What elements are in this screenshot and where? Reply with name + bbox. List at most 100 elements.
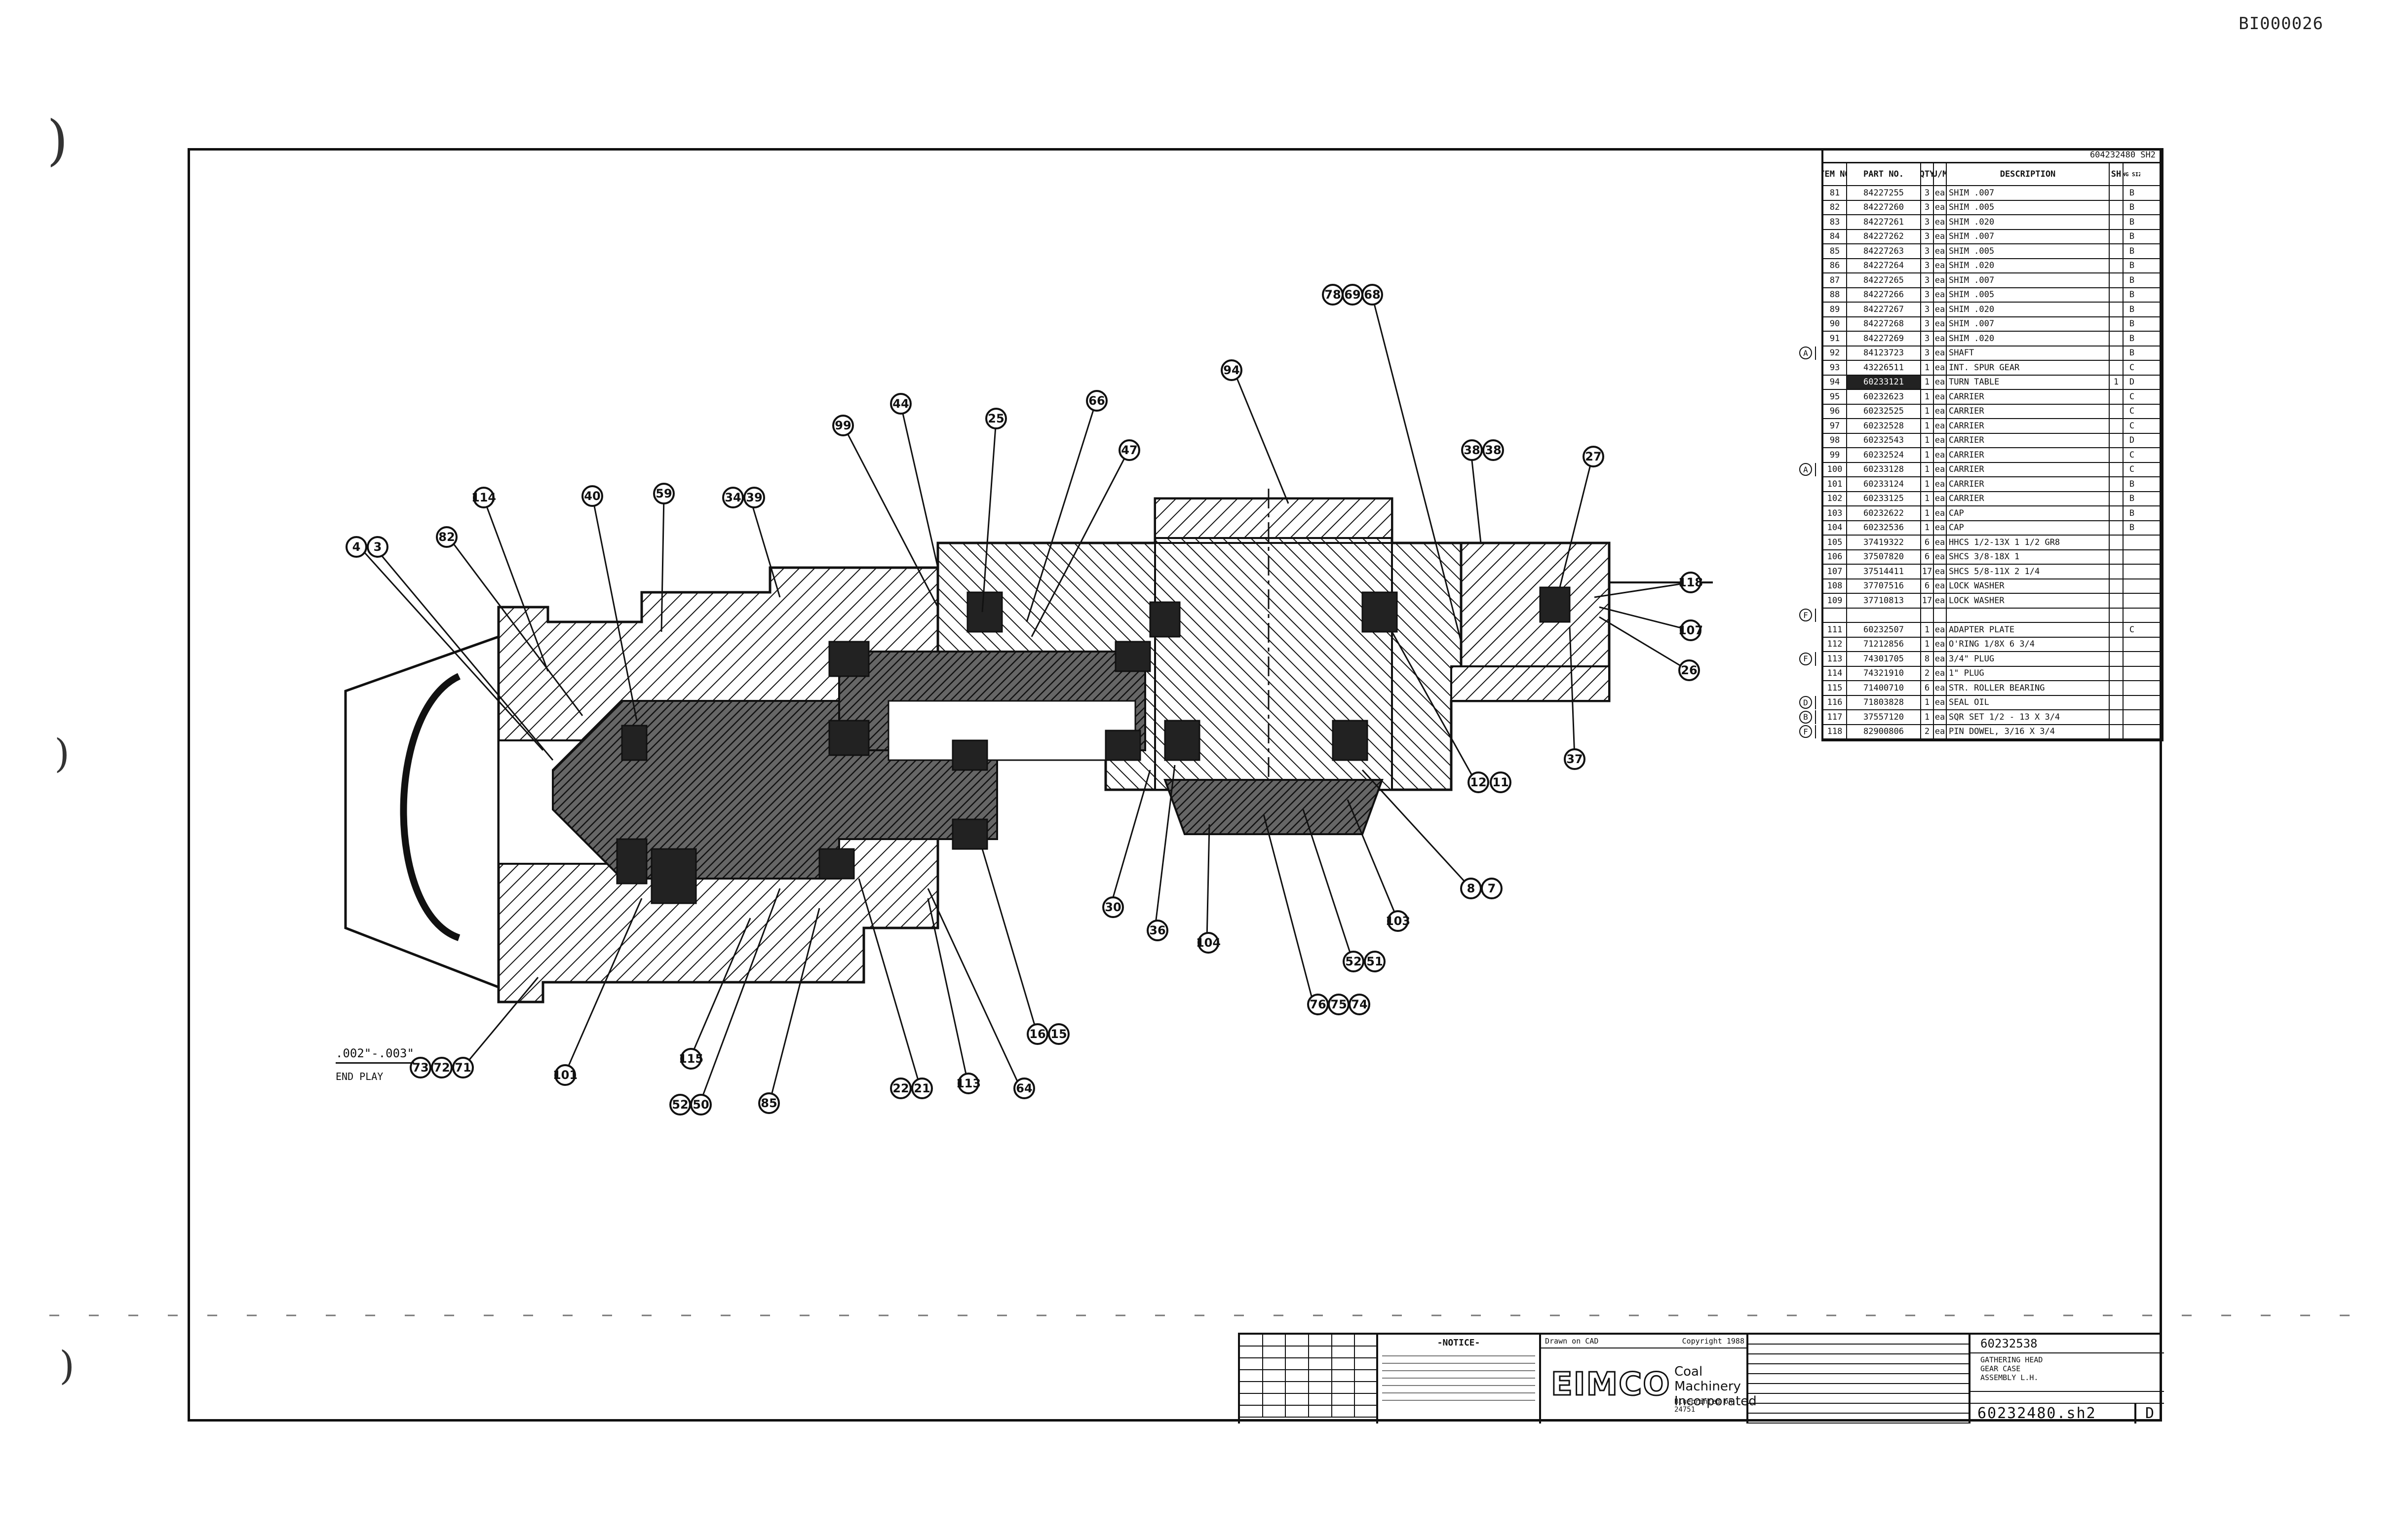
cell-part: 37419322 (1847, 536, 1921, 549)
balloon-label: 40 (584, 489, 600, 503)
cell-size: B (2129, 333, 2135, 344)
cell-sh (2110, 244, 2124, 258)
balloon-label: 8 (1467, 882, 1475, 895)
cell-sh (2110, 433, 2124, 447)
revision-mark: A (1796, 462, 1816, 476)
cell-size: B (2129, 217, 2135, 227)
cell-sh (2110, 637, 2124, 651)
cell-part: 84227264 (1847, 259, 1921, 272)
cell-part: 74301705 (1847, 652, 1921, 666)
cell-um: ea (1934, 390, 1947, 404)
cell-desc: STR. ROLLER BEARING (1947, 681, 2110, 695)
cell-size (2124, 594, 2140, 608)
company-sub: Blueprinted on 24751 (1674, 1398, 1733, 1414)
header-desc: DESCRIPTION (1947, 163, 2110, 185)
cell-um: ea (1934, 565, 1947, 578)
cell-item: 99 (1823, 448, 1847, 462)
balloon-label: 59 (656, 487, 672, 500)
cell-item: 88 (1823, 288, 1847, 302)
cell-um: ea (1934, 652, 1947, 666)
company-block: Drawn on CAD Copyright 1988 EIMCO Coal M… (1539, 1335, 1757, 1424)
balloon-label: 71 (455, 1061, 471, 1075)
balloon-label: 73 (412, 1061, 428, 1075)
cell-size: B (2129, 275, 2135, 285)
cell-size: C (2129, 362, 2135, 373)
cell-um: ea (1934, 303, 1947, 316)
cell-qty: 1 (1921, 361, 1934, 375)
cell-size (2124, 536, 2140, 549)
cell-um: ea (1934, 215, 1947, 229)
cell-qty: 2 (1921, 666, 1934, 680)
cell-um: ea (1934, 681, 1947, 695)
cell-item: 105 (1823, 536, 1847, 549)
cell-desc: ADAPTER PLATE (1947, 623, 2110, 637)
cell-sh (2110, 521, 2124, 535)
cell-qty: 6 (1921, 579, 1934, 593)
cell-qty: 1 (1921, 637, 1934, 651)
balloon-label: 107 (1678, 623, 1703, 637)
cell-part: 60232622 (1847, 506, 1921, 520)
balloon-label: 21 (914, 1081, 930, 1095)
cell-qty: 3 (1921, 230, 1934, 243)
cell-desc: CARRIER (1947, 390, 2110, 404)
balloon-label: 44 (892, 397, 909, 411)
cell-item: 82 (1823, 200, 1847, 214)
cell-qty: 6 (1921, 681, 1934, 695)
cell-part: 60233125 (1847, 492, 1921, 505)
cell-part: 84227266 (1847, 288, 1921, 302)
cell-size: D (2129, 435, 2135, 446)
cell-um: ea (1934, 492, 1947, 505)
cell-part: 84227260 (1847, 200, 1921, 214)
cell-item: 116 (1823, 695, 1847, 709)
cell-desc: SHIM .007 (1947, 230, 2110, 243)
cell-part: 60232536 (1847, 521, 1921, 535)
cell-sh (2110, 346, 2124, 360)
scan-artifact: ) (59, 1343, 75, 1388)
parts-list-ref: 604232480 SH2 (1823, 148, 2162, 163)
cell-part: 71212856 (1847, 637, 1921, 651)
cell-qty: 1 (1921, 462, 1934, 476)
cell-item: 114 (1823, 666, 1847, 680)
cell-um: ea (1934, 462, 1947, 476)
cell-part (1847, 608, 1921, 622)
cell-size (2124, 725, 2140, 739)
cell-qty: 1 (1921, 419, 1934, 433)
cell-um: ea (1934, 623, 1947, 637)
revision-mark: D (1796, 695, 1816, 709)
cell-qty: 3 (1921, 303, 1934, 316)
cell-item: 81 (1823, 186, 1847, 200)
cell-item: 92 (1823, 346, 1847, 360)
cell-qty: 1 (1921, 477, 1934, 491)
cell-desc: CARRIER (1947, 433, 2110, 447)
cell-um: ea (1934, 361, 1947, 375)
cell-um: ea (1934, 404, 1947, 418)
cell-part: 60232528 (1847, 419, 1921, 433)
cell-size: B (2129, 188, 2135, 198)
cell-part: 84227263 (1847, 244, 1921, 258)
cell-desc: O'RING 1/8X 6 3/4 (1947, 637, 2110, 651)
cell-qty: 17 (1921, 594, 1934, 608)
cell-qty: 6 (1921, 550, 1934, 564)
cell-um: ea (1934, 506, 1947, 520)
cell-item: 84 (1823, 230, 1847, 243)
cell-desc: SHCS 3/8-18X 1 (1947, 550, 2110, 564)
cell-sh (2110, 579, 2124, 593)
cell-size: B (2129, 246, 2135, 256)
cell-sh (2110, 477, 2124, 491)
cell-item: 111 (1823, 623, 1847, 637)
balloon-label: 114 (471, 491, 496, 504)
